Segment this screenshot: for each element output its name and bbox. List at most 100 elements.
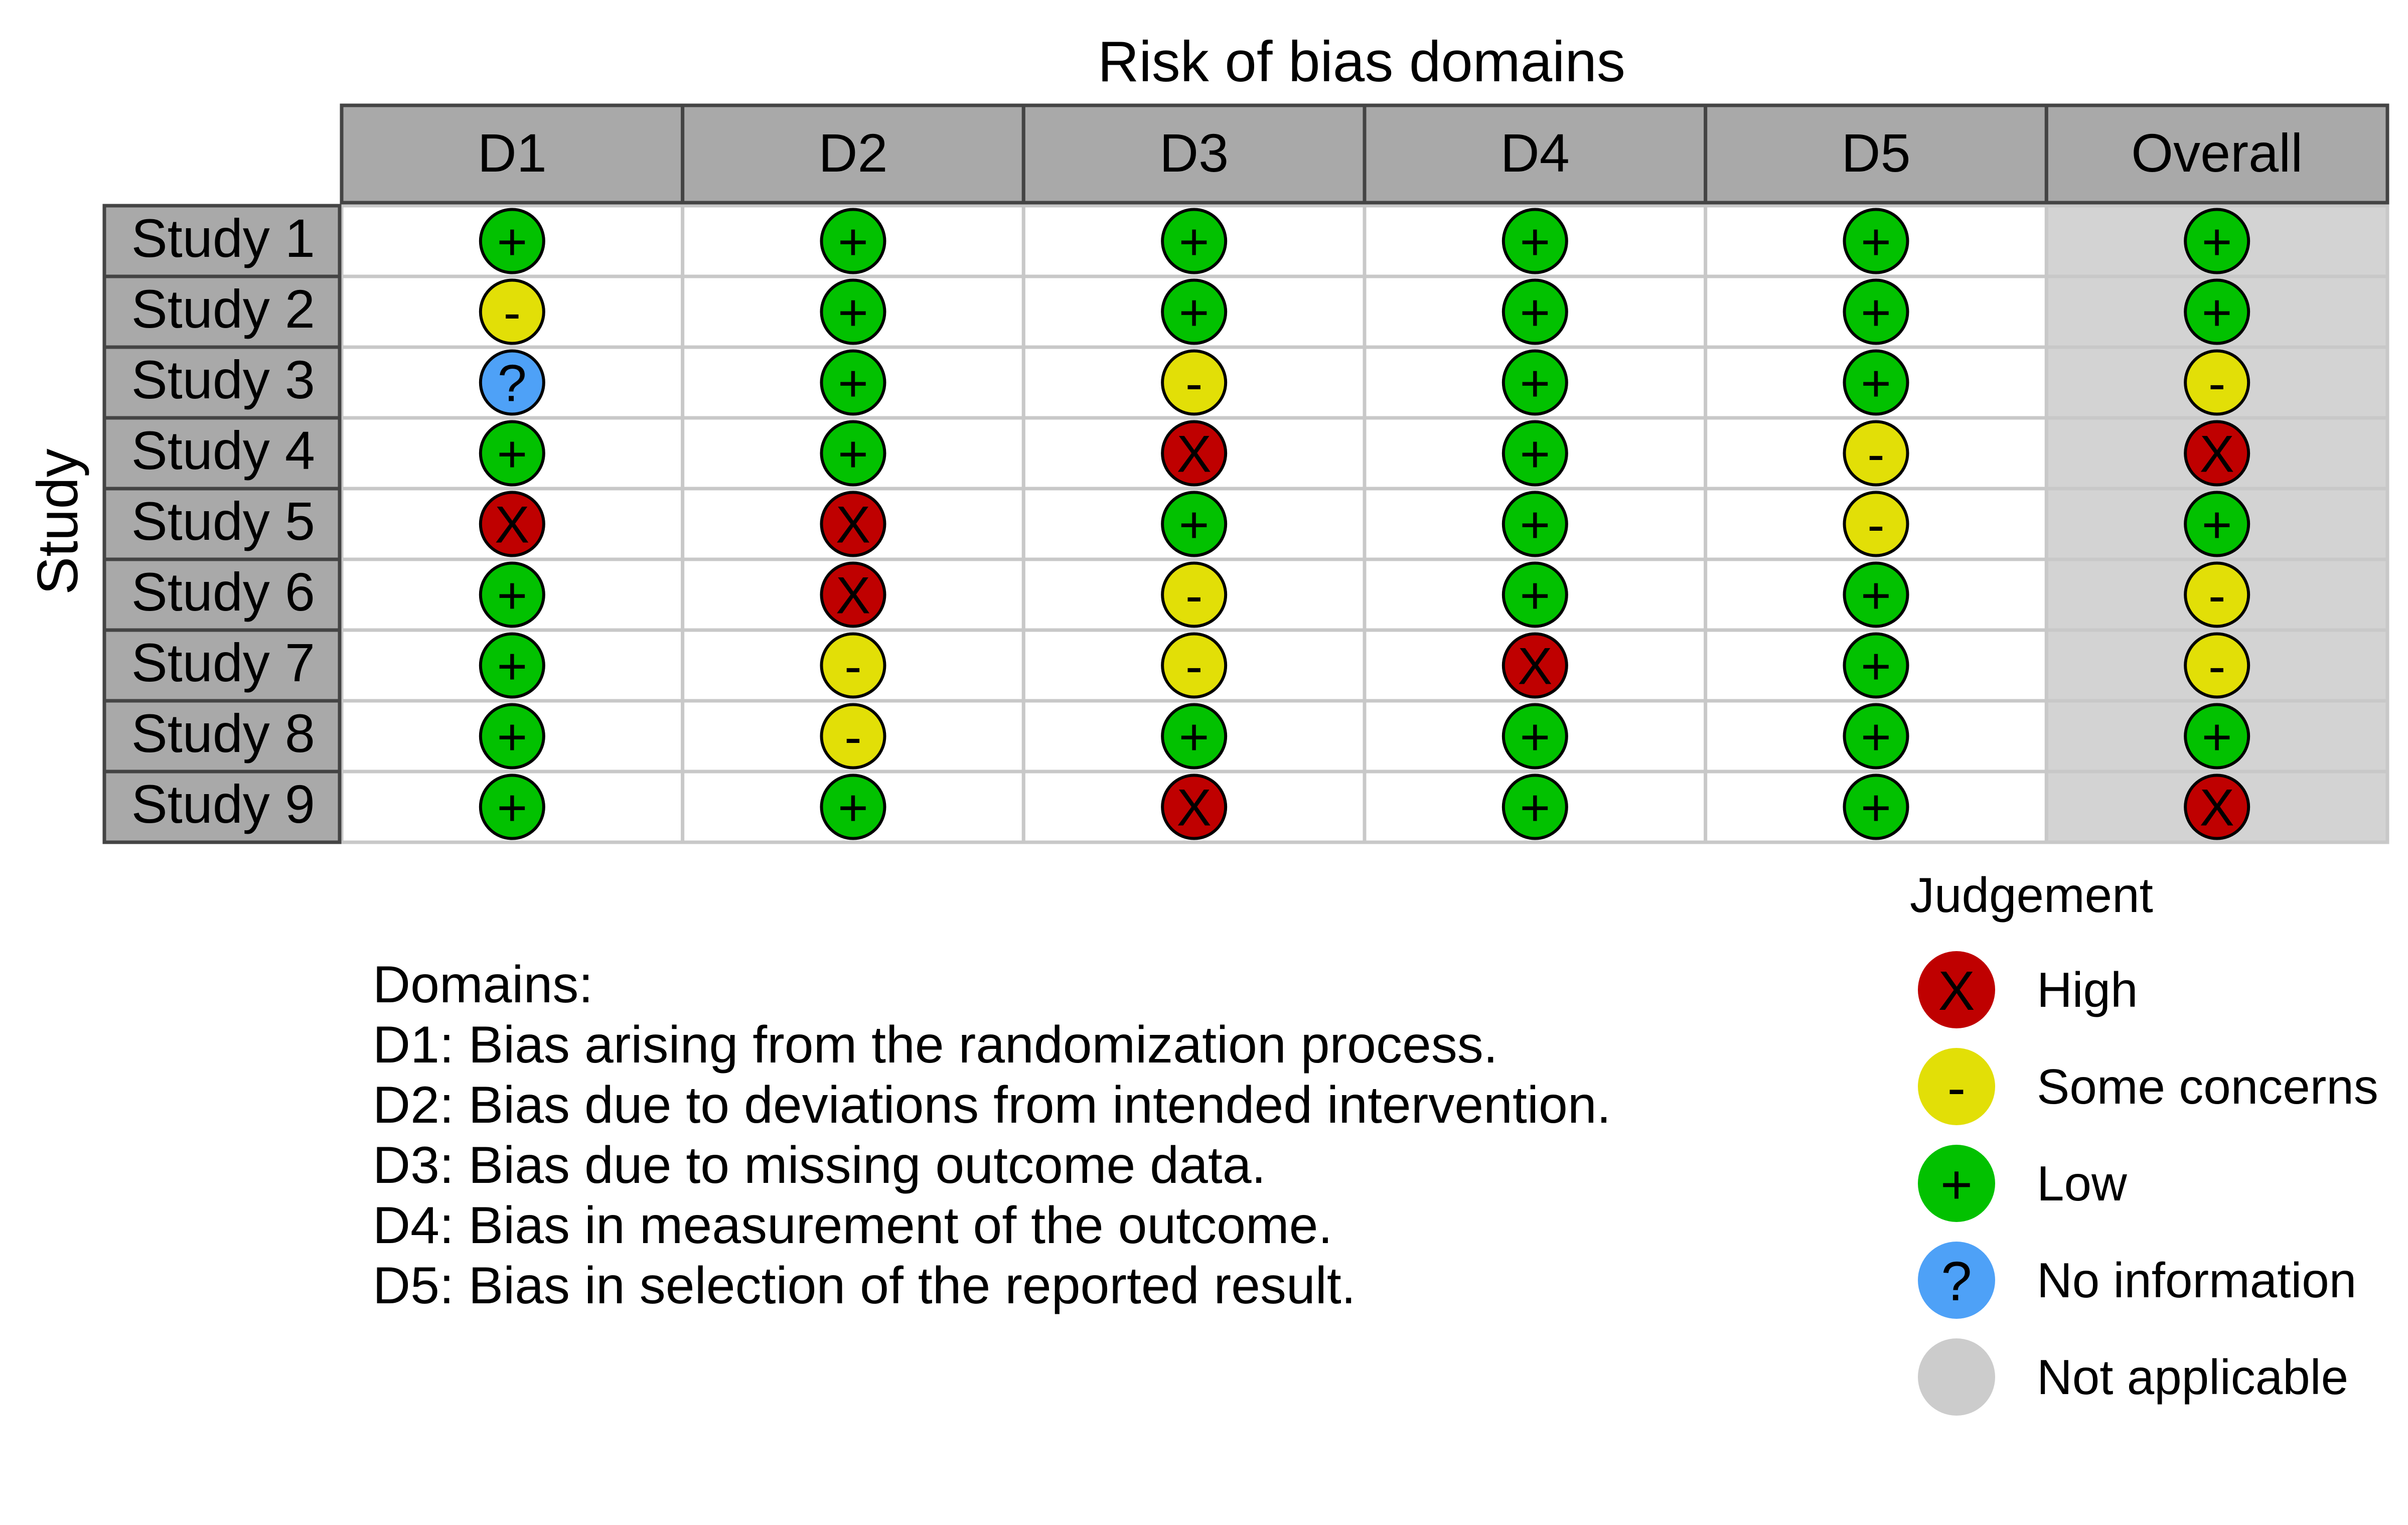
point-symbol: + — [838, 779, 868, 837]
column-header-box-overall — [2044, 103, 2389, 205]
domain-definition-2: D2: Bias due to deviations from intended… — [373, 1076, 1611, 1134]
point-symbol: + — [1861, 284, 1891, 342]
point-study-7-d1: + — [479, 632, 545, 699]
point-symbol: + — [1520, 213, 1550, 271]
some-concerns-icon — [1161, 349, 1228, 416]
low-risk-icon — [820, 278, 886, 345]
point-symbol: - — [844, 708, 862, 767]
legend-item-some-concerns: -Some concerns — [1918, 1048, 2378, 1125]
low-risk-icon — [479, 561, 545, 628]
legend-label: High — [2037, 962, 2138, 1017]
column-header-d4: D4 — [1500, 122, 1570, 183]
domains-heading: Domains: — [373, 956, 593, 1014]
some-concerns-icon — [1843, 420, 1909, 487]
legend-label: Low — [2037, 1156, 2128, 1211]
point-symbol: X — [495, 496, 529, 554]
column-header-d1: D1 — [478, 122, 547, 183]
point-study-9-d1: + — [479, 774, 545, 840]
point-study-3-d3: - — [1161, 349, 1228, 416]
legend-title: Judgement — [1910, 867, 2153, 923]
point-symbol: X — [1176, 425, 1211, 484]
point-study-6-d4: + — [1501, 561, 1568, 628]
point-symbol: + — [1520, 496, 1550, 554]
point-study-5-d3: + — [1161, 491, 1228, 557]
legend-label: Not applicable — [2037, 1349, 2348, 1405]
column-header-box-d2 — [681, 103, 1025, 205]
low-risk-icon — [820, 208, 886, 274]
point-study-1-d3: + — [1161, 208, 1228, 274]
point-study-5-d4: + — [1501, 491, 1568, 557]
low-risk-icon — [1843, 278, 1909, 345]
point-study-3-d4: + — [1501, 349, 1568, 416]
point-study-2-d3: + — [1161, 278, 1228, 345]
point-symbol: + — [1179, 284, 1210, 342]
point-study-6-d1: + — [479, 561, 545, 628]
column-header-d5: D5 — [1841, 122, 1910, 183]
point-symbol: X — [2199, 425, 2234, 484]
point-study-8-d5: + — [1843, 703, 1909, 770]
high-risk-icon — [1161, 774, 1228, 840]
point-study-1-d1: + — [479, 208, 545, 274]
point-symbol: - — [1867, 496, 1885, 554]
point-symbol: - — [2208, 567, 2226, 625]
y-axis-title: Study — [26, 448, 90, 595]
point-study-7-d3: - — [1161, 632, 1228, 699]
low-risk-icon — [1161, 208, 1228, 274]
point-symbol: + — [2202, 213, 2232, 271]
point-study-1-d4: + — [1501, 208, 1568, 274]
row-label-study-8: Study 8 — [131, 703, 315, 764]
low-risk-icon — [1161, 278, 1228, 345]
low-risk-icon — [1161, 491, 1228, 557]
domain-definition-4: D4: Bias in measurement of the outcome. — [373, 1196, 1332, 1255]
point-symbol: + — [1520, 355, 1550, 413]
point-study-4-d2: + — [820, 420, 886, 487]
point-symbol: + — [497, 638, 527, 696]
row-label-study-9: Study 9 — [131, 774, 315, 834]
point-study-8-overall: + — [2184, 703, 2250, 770]
low-risk-icon — [1843, 703, 1909, 770]
domains-note: Domains:D1: Bias arising from the random… — [373, 956, 1611, 1315]
chart-title: Risk of bias domains — [1098, 30, 1625, 94]
point-symbol: X — [1518, 638, 1552, 696]
legend-symbol: ? — [1941, 1251, 1972, 1312]
point-symbol: - — [2208, 638, 2226, 696]
low-risk-icon — [1161, 703, 1228, 770]
point-symbol: - — [504, 284, 521, 342]
not-applicable-icon — [1918, 1338, 1995, 1416]
row-label-box-study-4 — [102, 416, 342, 491]
point-symbol: + — [1861, 567, 1891, 625]
point-symbol: - — [2208, 355, 2226, 413]
point-symbol: + — [1179, 496, 1210, 554]
point-symbol: + — [838, 284, 868, 342]
point-symbol: + — [1861, 638, 1891, 696]
column-header-box-d1 — [340, 103, 685, 205]
row-label-study-1: Study 1 — [131, 208, 315, 268]
legend-label: No information — [2037, 1253, 2356, 1308]
point-symbol: - — [1185, 638, 1203, 696]
column-header-d2: D2 — [818, 122, 887, 183]
domain-definition-5: D5: Bias in selection of the reported re… — [373, 1257, 1356, 1315]
point-study-6-overall: - — [2184, 561, 2250, 628]
point-study-2-d1: - — [479, 278, 545, 345]
some-concerns-icon — [2184, 561, 2250, 628]
point-study-4-d4: + — [1501, 420, 1568, 487]
low-risk-icon — [479, 703, 545, 770]
row-label-box-study-6 — [102, 557, 342, 632]
point-study-4-d3: X — [1161, 420, 1228, 487]
low-risk-icon — [479, 774, 545, 840]
high-risk-icon — [2184, 420, 2250, 487]
point-study-3-overall: - — [2184, 349, 2250, 416]
row-label-study-6: Study 6 — [131, 561, 315, 622]
row-label-box-study-8 — [102, 699, 342, 774]
low-risk-icon — [1843, 561, 1909, 628]
low-risk-icon — [1918, 1145, 1995, 1222]
point-study-8-d3: + — [1161, 703, 1228, 770]
column-header-box-d5 — [1704, 103, 2048, 205]
low-risk-icon — [1843, 632, 1909, 699]
low-risk-icon — [1501, 278, 1568, 345]
point-study-9-d3: X — [1161, 774, 1228, 840]
